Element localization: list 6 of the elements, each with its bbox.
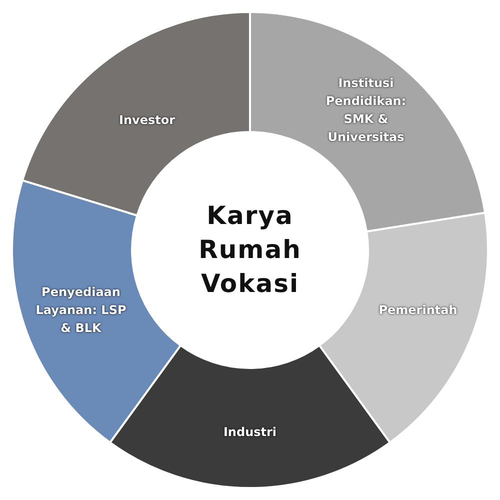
segment-label: Institusi Pendidikan: SMK & Universitas [324, 75, 408, 146]
segment-label: Industri [222, 424, 278, 441]
center-title: Karya Rumah Vokasi [198, 200, 302, 300]
segment-label: Penyediaan Layanan: LSP & BLK [34, 284, 128, 337]
segment-label: Pemerintah [378, 302, 458, 319]
segment-label: Investor [118, 112, 176, 129]
